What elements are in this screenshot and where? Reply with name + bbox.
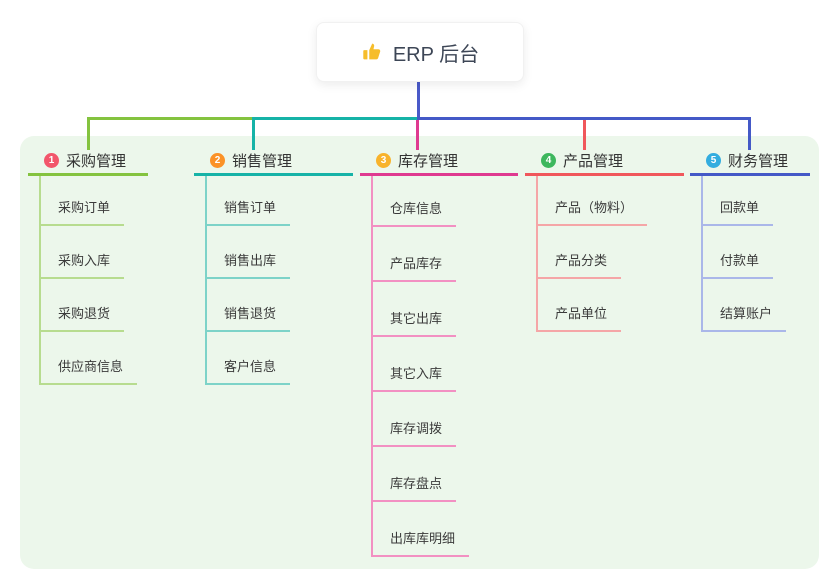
child-node-label: 仓库信息 — [373, 198, 457, 227]
child-node-label: 销售出库 — [207, 250, 291, 279]
child-node-label: 产品库存 — [373, 253, 457, 282]
drop-line-product — [583, 120, 586, 150]
drop-line-finance — [748, 117, 751, 150]
thumbs-up-icon — [363, 43, 381, 60]
background-panel — [20, 136, 819, 569]
child-node[interactable]: 产品分类 — [538, 226, 684, 279]
child-node-label: 结算账户 — [703, 303, 787, 332]
child-node-label: 库存盘点 — [373, 473, 457, 502]
child-node[interactable]: 客户信息 — [207, 332, 353, 385]
bus-line-teal — [252, 117, 419, 120]
root-node-label: ERP 后台 — [392, 43, 480, 66]
child-node[interactable]: 结算账户 — [703, 279, 810, 332]
branch-label: 销售管理 — [232, 153, 293, 170]
branch-label: 财务管理 — [728, 153, 789, 170]
branch-product-children: 产品（物料） 产品分类 产品单位 — [536, 176, 684, 332]
branch-product: 4 产品管理 产品（物料） 产品分类 产品单位 — [525, 148, 684, 332]
child-node[interactable]: 产品库存 — [373, 227, 518, 282]
bus-line-blue — [417, 117, 751, 120]
branch-inventory-header[interactable]: 3 库存管理 — [360, 148, 518, 176]
child-node-label: 采购订单 — [41, 197, 125, 226]
child-node-label: 销售退货 — [207, 303, 291, 332]
branch-product-header[interactable]: 4 产品管理 — [525, 148, 684, 176]
branch-label: 采购管理 — [66, 153, 127, 170]
child-node-label: 客户信息 — [207, 356, 291, 385]
child-node-label: 回款单 — [703, 197, 774, 226]
child-node[interactable]: 库存调拨 — [373, 392, 518, 447]
child-node[interactable]: 其它入库 — [373, 337, 518, 392]
child-node[interactable]: 付款单 — [703, 226, 810, 279]
branch-purchase: 1 采购管理 采购订单 采购入库 采购退货 供应商信息 — [28, 148, 148, 385]
branch-finance: 5 财务管理 回款单 付款单 结算账户 — [690, 148, 810, 332]
branch-purchase-children: 采购订单 采购入库 采购退货 供应商信息 — [39, 176, 148, 385]
badge-5: 5 — [706, 153, 721, 168]
child-node[interactable]: 仓库信息 — [373, 176, 518, 227]
child-node-label: 采购退货 — [41, 303, 125, 332]
child-node[interactable]: 产品（物料） — [538, 176, 684, 226]
badge-3: 3 — [376, 153, 391, 168]
child-node[interactable]: 采购退货 — [41, 279, 148, 332]
drop-line-purchase — [87, 117, 90, 150]
child-node[interactable]: 供应商信息 — [41, 332, 148, 385]
branch-label: 库存管理 — [398, 153, 459, 170]
drop-line-inventory — [416, 120, 419, 150]
child-node[interactable]: 销售退货 — [207, 279, 353, 332]
badge-1: 1 — [44, 153, 59, 168]
root-connector-line — [417, 80, 420, 117]
child-node[interactable]: 采购入库 — [41, 226, 148, 279]
child-node-label: 其它入库 — [373, 363, 457, 392]
child-node[interactable]: 其它出库 — [373, 282, 518, 337]
root-node-erp[interactable]: ERP 后台 — [316, 22, 524, 82]
child-node-label: 其它出库 — [373, 308, 457, 337]
branch-label: 产品管理 — [563, 153, 624, 170]
child-node-label: 供应商信息 — [41, 356, 138, 385]
child-node-label: 产品单位 — [538, 303, 622, 332]
badge-2: 2 — [210, 153, 225, 168]
drop-line-sales — [252, 117, 255, 150]
branch-finance-children: 回款单 付款单 结算账户 — [701, 176, 810, 332]
child-node-label: 库存调拨 — [373, 418, 457, 447]
child-node-label: 出库库明细 — [373, 528, 470, 557]
branch-inventory-children: 仓库信息 产品库存 其它出库 其它入库 库存调拨 库存盘点 出库库明细 — [371, 176, 518, 557]
child-node-label: 采购入库 — [41, 250, 125, 279]
child-node[interactable]: 采购订单 — [41, 176, 148, 226]
child-node[interactable]: 库存盘点 — [373, 447, 518, 502]
badge-4: 4 — [541, 153, 556, 168]
branch-inventory: 3 库存管理 仓库信息 产品库存 其它出库 其它入库 库存调拨 库存盘点 出库库… — [360, 148, 518, 557]
bus-line-green — [87, 117, 253, 120]
child-node-label: 产品分类 — [538, 250, 622, 279]
branch-finance-header[interactable]: 5 财务管理 — [690, 148, 810, 176]
child-node[interactable]: 销售出库 — [207, 226, 353, 279]
branch-sales-children: 销售订单 销售出库 销售退货 客户信息 — [205, 176, 353, 385]
branch-sales-header[interactable]: 2 销售管理 — [194, 148, 353, 176]
child-node[interactable]: 产品单位 — [538, 279, 684, 332]
child-node-label: 销售订单 — [207, 197, 291, 226]
child-node-label: 付款单 — [703, 250, 774, 279]
branch-sales: 2 销售管理 销售订单 销售出库 销售退货 客户信息 — [194, 148, 353, 385]
child-node[interactable]: 销售订单 — [207, 176, 353, 226]
child-node[interactable]: 回款单 — [703, 176, 810, 226]
child-node-label: 产品（物料） — [538, 197, 648, 226]
child-node[interactable]: 出库库明细 — [373, 502, 518, 557]
branch-purchase-header[interactable]: 1 采购管理 — [28, 148, 148, 176]
